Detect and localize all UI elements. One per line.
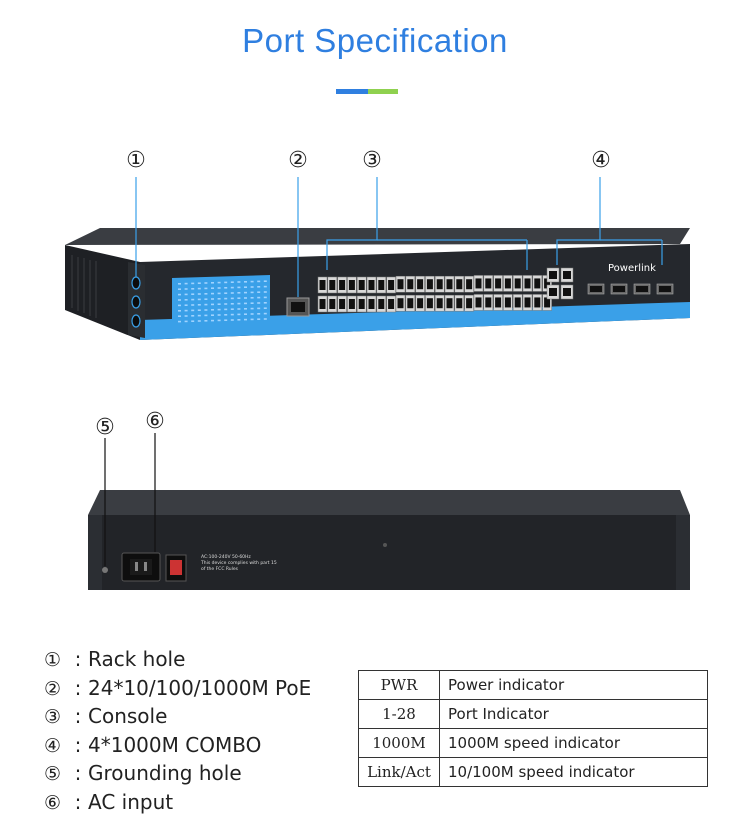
callout-3: ③: [362, 148, 382, 173]
legend-item: ①:Rack hole: [44, 647, 186, 671]
page-title: Port Specification: [242, 22, 508, 59]
combo-ports: [546, 267, 674, 300]
callout-5: ⑤: [95, 415, 115, 440]
switch-illustration: Powerlink ① ② ③ ④ AC:100-240V 50-60Hz Th…: [65, 148, 690, 590]
rear-switch: AC:100-240V 50-60Hz This device complies…: [88, 490, 690, 590]
title-accent-green: [368, 89, 398, 94]
port-legend: ①:Rack hole ②:24*10/100/1000M PoE ③:Cons…: [44, 646, 311, 817]
brand-logo: Powerlink: [608, 263, 656, 274]
legend-item: ③:Console: [44, 704, 168, 728]
poe-ports: [317, 275, 552, 313]
callout-4: ④: [591, 148, 611, 173]
callout-6: ⑥: [145, 409, 165, 434]
callout-lines-rear: [104, 433, 156, 566]
rear-label-line-2: This device complies with part 15: [200, 560, 277, 566]
callout-2: ②: [288, 148, 308, 173]
legend-item: ②:24*10/100/1000M PoE: [44, 675, 312, 700]
legend-item: ⑤:Grounding hole: [44, 761, 242, 785]
title-accent-blue: [336, 89, 368, 94]
legend-item: ④:4*1000M COMBO: [44, 732, 262, 757]
callout-1: ①: [126, 148, 146, 173]
legend-item: ⑥:AC input: [44, 789, 174, 814]
rear-label-line-3: of the FCC Rules: [201, 566, 239, 572]
rear-label-line-1: AC:100-240V 50-60Hz: [201, 554, 251, 560]
front-switch: Powerlink: [65, 228, 690, 340]
callout-lines-front: [135, 177, 663, 297]
